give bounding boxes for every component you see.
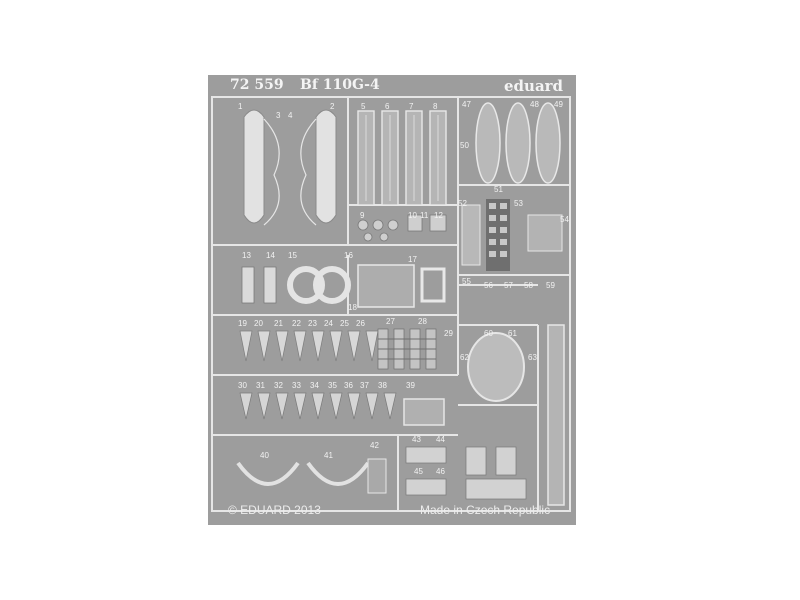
part-number: 21 (274, 319, 283, 328)
aircraft-model: Bf 110G-4 (300, 77, 380, 93)
part-number: 15 (288, 251, 297, 260)
part-number: 30 (238, 381, 247, 390)
part-number: 19 (238, 319, 247, 328)
part-number: 63 (528, 353, 537, 362)
part-number: 41 (324, 451, 333, 460)
part-number: 9 (360, 211, 365, 220)
part-number: 32 (274, 381, 283, 390)
part-number: 54 (560, 215, 569, 224)
part-number: 8 (433, 102, 438, 111)
part-number: 10 (408, 211, 417, 220)
fret-parts-drawing (211, 96, 571, 512)
part-number: 43 (412, 435, 421, 444)
part-number: 38 (378, 381, 387, 390)
part-number: 34 (310, 381, 319, 390)
part-number: 23 (308, 319, 317, 328)
part-number: 29 (444, 329, 453, 338)
part-number: 47 (462, 100, 471, 109)
part-number: 5 (361, 102, 366, 111)
part-number: 13 (242, 251, 251, 260)
set-code: 72 559 (230, 77, 284, 93)
part-number: 14 (266, 251, 275, 260)
part-number: 44 (436, 435, 445, 444)
part-number: 24 (324, 319, 333, 328)
part-number: 60 (484, 329, 493, 338)
part-number: 27 (386, 317, 395, 326)
brand-logo: eduard (504, 77, 564, 95)
part-number: 1 (238, 102, 243, 111)
part-number: 46 (436, 467, 445, 476)
copyright-text: © EDUARD 2013 (228, 503, 321, 517)
part-number: 6 (385, 102, 390, 111)
part-number: 33 (292, 381, 301, 390)
part-number: 2 (330, 102, 335, 111)
part-number: 17 (408, 255, 417, 264)
part-number: 51 (494, 185, 503, 194)
part-number: 7 (409, 102, 414, 111)
part-number: 52 (458, 199, 467, 208)
part-number: 16 (344, 251, 353, 260)
part-number: 35 (328, 381, 337, 390)
part-number: 28 (418, 317, 427, 326)
part-number: 50 (460, 141, 469, 150)
part-number: 36 (344, 381, 353, 390)
part-number: 53 (514, 199, 523, 208)
part-number: 45 (414, 467, 423, 476)
part-number: 37 (360, 381, 369, 390)
part-number: 42 (370, 441, 379, 450)
part-number: 20 (254, 319, 263, 328)
part-number: 31 (256, 381, 265, 390)
part-number: 4 (288, 111, 293, 120)
part-number: 61 (508, 329, 517, 338)
photo-etch-fret: 72 559 Bf 110G-4 eduard (208, 75, 576, 525)
part-number: 39 (406, 381, 415, 390)
origin-text: Made in Czech Republic (420, 503, 551, 517)
part-number: 25 (340, 319, 349, 328)
part-number: 58 (524, 281, 533, 290)
part-number: 48 (530, 100, 539, 109)
part-number: 40 (260, 451, 269, 460)
part-number: 22 (292, 319, 301, 328)
part-number: 18 (348, 303, 357, 312)
part-number: 56 (484, 281, 493, 290)
part-number: 49 (554, 100, 563, 109)
part-number: 12 (434, 211, 443, 220)
part-number: 11 (420, 211, 429, 220)
part-number: 3 (276, 111, 281, 120)
part-number: 62 (460, 353, 469, 362)
part-number: 55 (462, 277, 471, 286)
part-number: 59 (546, 281, 555, 290)
part-number: 57 (504, 281, 513, 290)
part-number: 26 (356, 319, 365, 328)
